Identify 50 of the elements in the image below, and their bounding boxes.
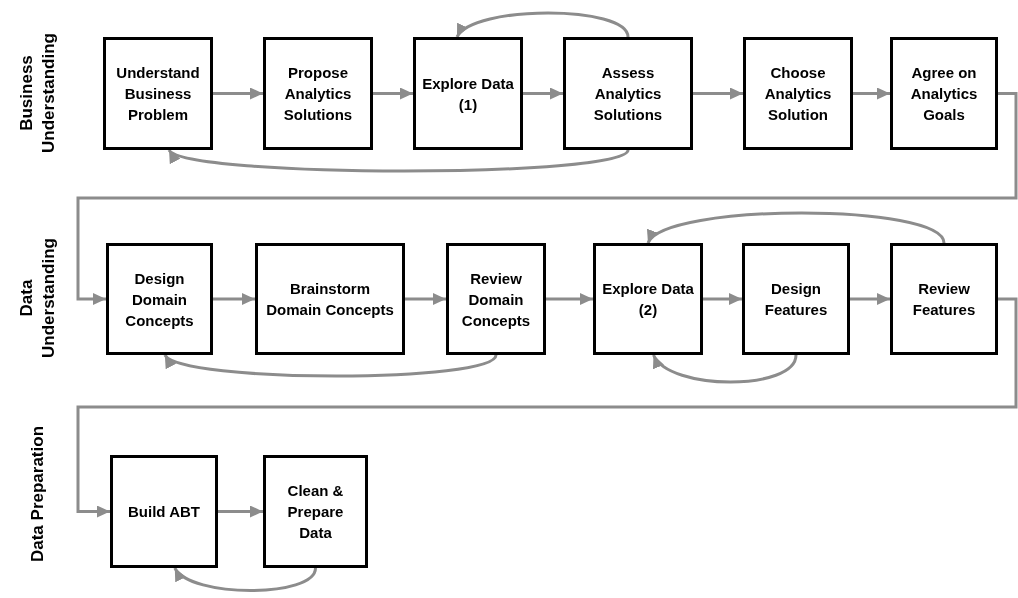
process-box — [890, 243, 998, 355]
arrow — [213, 87, 263, 100]
process-box — [255, 243, 405, 355]
arrow — [652, 354, 798, 384]
arrow — [164, 353, 498, 378]
step-text: Choose Analytics Solution — [763, 63, 833, 125]
process-box — [563, 37, 693, 150]
arrow — [168, 148, 629, 173]
step-text: Explore Data (2) — [601, 279, 695, 320]
step-text: Propose Analytics Solutions — [282, 63, 354, 125]
arrow — [76, 92, 1018, 305]
process-box — [110, 455, 218, 568]
arrow — [76, 297, 1018, 518]
step-text: Explore Data (1) — [421, 73, 515, 115]
arrow — [405, 293, 446, 305]
process-box — [106, 243, 213, 355]
step-text: Design Domain Concepts — [124, 268, 195, 331]
arrow — [523, 87, 563, 100]
process-box — [103, 37, 213, 150]
row-label: Data Preparation — [27, 425, 48, 564]
process-box — [263, 37, 373, 150]
process-box — [743, 37, 853, 150]
arrow — [546, 293, 593, 305]
arrow — [173, 567, 317, 592]
step-text: Brainstorm Domain Concepts — [265, 279, 395, 320]
arrow — [213, 293, 255, 305]
arrow — [703, 293, 742, 305]
step-text: Understand Business Problem — [115, 63, 201, 125]
step-text: Build ABT — [128, 502, 200, 522]
arrow — [850, 293, 890, 305]
arrow — [853, 87, 890, 100]
row-label: Data Understanding — [16, 237, 59, 360]
row-label: Business Understanding — [16, 32, 59, 155]
process-box — [742, 243, 850, 355]
process-box — [890, 37, 998, 150]
arrow — [373, 87, 413, 100]
arrow — [693, 87, 743, 100]
arrow — [218, 505, 263, 518]
step-text: Review Domain Concepts — [460, 268, 532, 331]
process-box — [446, 243, 546, 355]
step-text: Assess Analytics Solutions — [592, 63, 664, 125]
arrow — [455, 11, 630, 38]
process-box — [413, 37, 523, 150]
process-box — [593, 243, 703, 355]
step-text: Agree on Analytics Goals — [909, 63, 979, 125]
process-box — [263, 455, 368, 568]
step-text: Clean & Prepare Data — [286, 481, 345, 543]
step-text: Design Features — [763, 279, 829, 320]
arrow — [646, 211, 946, 245]
step-text: Review Features — [911, 279, 977, 320]
